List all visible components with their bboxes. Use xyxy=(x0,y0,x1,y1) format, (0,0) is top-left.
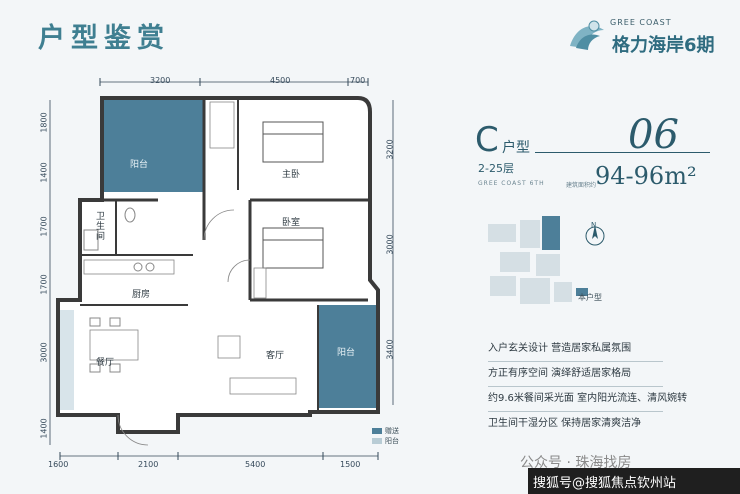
legend-gift: 赠送 xyxy=(385,427,399,435)
room-bedroom: 卧室 xyxy=(282,218,301,228)
dim-right-3: 3400 xyxy=(385,339,395,360)
brand-en: GREE COAST xyxy=(610,18,672,27)
brand-cn: 格力海岸6期 xyxy=(612,35,715,56)
dim-left-5: 3000 xyxy=(39,342,49,363)
dim-right-1: 3200 xyxy=(385,139,395,160)
compass-n: N xyxy=(591,221,597,229)
bottom-bar xyxy=(528,468,740,494)
unit-floors: 2-25层 xyxy=(478,162,514,175)
watermark: 公众号 · 珠海找房 xyxy=(520,455,632,471)
dim-left-3: 1700 xyxy=(39,216,49,237)
room-balcony-top: 阳台 xyxy=(130,160,149,170)
site-legend: 本户型 xyxy=(578,293,602,302)
dim-bottom-4: 1500 xyxy=(340,460,361,469)
room-master-bedroom: 主卧 xyxy=(282,170,301,180)
floor-plan xyxy=(49,78,394,460)
feature-item: 约9.6米餐间采光面 室内阳光流连、清风婉转 xyxy=(488,393,688,404)
unit-code: 06 xyxy=(628,112,679,158)
feature-divider xyxy=(488,361,663,362)
unit-divider xyxy=(535,152,710,153)
room-balcony-right: 阳台 xyxy=(337,348,356,358)
page-title: 户型鉴赏 xyxy=(38,23,170,54)
room-bathroom: 卫 生 间 xyxy=(96,212,106,242)
feature-item: 入户玄关设计 营造居家私属氛围 xyxy=(488,343,632,354)
site-map xyxy=(488,216,605,304)
dim-left-6: 1400 xyxy=(39,418,49,439)
unit-letter: C xyxy=(475,120,499,160)
feature-list: 入户玄关设计 营造居家私属氛围 方正有序空间 演绎舒适居家格局 约9.6米餐间采… xyxy=(488,337,728,436)
feature-divider xyxy=(488,411,663,412)
unit-sub-brand: GREE COAST 6TH xyxy=(478,180,545,187)
dim-top-2: 4500 xyxy=(270,76,291,85)
dim-top-3: 700 xyxy=(350,76,366,85)
brand-logo-icon xyxy=(570,20,604,50)
unit-type-word: 户型 xyxy=(502,140,530,156)
room-living: 客厅 xyxy=(266,351,285,361)
feature-divider xyxy=(488,386,663,387)
feature-item: 卫生间干湿分区 保持居家清爽洁净 xyxy=(488,418,642,429)
room-kitchen: 厨房 xyxy=(132,290,151,300)
feature-item: 方正有序空间 演绎舒适居家格局 xyxy=(488,368,632,379)
dim-left-4: 1700 xyxy=(39,274,49,295)
dim-left-1: 1800 xyxy=(39,112,49,133)
dim-bottom-1: 1600 xyxy=(48,460,69,469)
dim-right-2: 3000 xyxy=(385,234,395,255)
dim-bottom-2: 2100 xyxy=(138,460,159,469)
legend-balcony: 阳台 xyxy=(385,437,399,445)
dim-bottom-3: 5400 xyxy=(245,460,266,469)
bottom-bar-text: 搜狐号@搜狐焦点钦州站 xyxy=(533,476,677,491)
room-dining: 餐厅 xyxy=(96,358,115,368)
dim-top-1: 3200 xyxy=(150,76,171,85)
unit-area-label: 建筑面积约 xyxy=(566,182,597,189)
unit-area: 94-96m² xyxy=(595,162,697,190)
dim-left-2: 1400 xyxy=(39,162,49,183)
